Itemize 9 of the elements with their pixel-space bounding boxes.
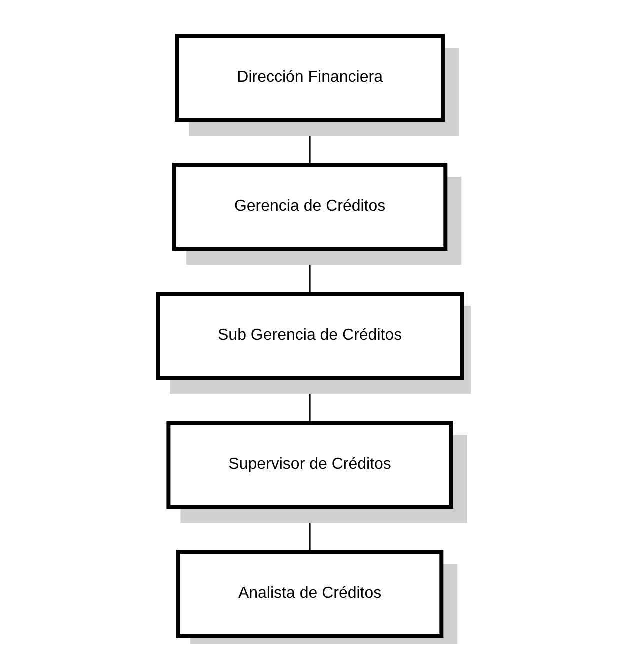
connector (310, 378, 312, 423)
node-box: Gerencia de Créditos (172, 163, 448, 251)
node-box: Sub Gerencia de Créditos (156, 292, 465, 380)
node-box: Supervisor de Créditos (167, 421, 454, 509)
connector (310, 120, 312, 165)
connector (310, 507, 312, 552)
node-box: Analista de Créditos (176, 550, 444, 638)
connector (310, 249, 312, 294)
node-box: Dirección Financiera (176, 34, 446, 122)
